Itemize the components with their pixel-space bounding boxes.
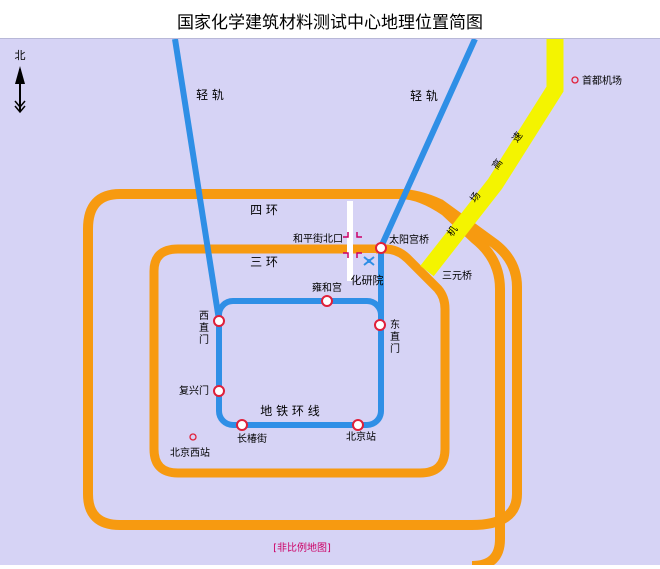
station-label-dongzhimen-1: 东 — [390, 318, 400, 331]
station-taiyang-gongqiao: 太阳宫桥 — [375, 233, 429, 254]
light-rail-west — [172, 38, 222, 321]
subway-station-icon — [352, 419, 364, 431]
beijing-west-label: 北京西站 — [170, 446, 210, 459]
station-changchun-jie: 长椿街 — [236, 419, 267, 445]
subway-station-icon — [321, 295, 333, 307]
station-label-beijing-zhan: 北京站 — [346, 430, 376, 443]
station-label-xizhimen-1: 西 — [199, 311, 209, 322]
subway-station-icon — [374, 319, 386, 331]
station-fuxingmen: 复兴门 — [179, 384, 225, 397]
station-xizhimen: 西 直 门 — [199, 311, 225, 346]
station-label-fuxingmen: 复兴门 — [179, 384, 209, 397]
north-arrow-icon: 北 — [14, 49, 26, 114]
light-rail-right-label: 轻 轨 — [410, 89, 438, 103]
fourth-ring-loop — [83, 189, 522, 530]
station-label-xizhimen-2: 直 — [199, 321, 209, 334]
subway-station-icon — [236, 419, 248, 431]
station-heping-beikou: 和平街北口 — [293, 232, 343, 245]
airport-label: 首都机场 — [582, 74, 622, 87]
institute-logo-icon — [362, 253, 376, 267]
light-rail-left-label: 轻 轨 — [196, 88, 224, 102]
subway-station-icon — [213, 385, 225, 397]
airport-place-dot-icon — [571, 76, 579, 84]
station-dongzhimen: 东 直 门 — [374, 318, 400, 355]
station-label-yonghe-gong: 雍和宫 — [312, 281, 342, 294]
title-bar: 国家化学建筑材料测试中心地理位置简图 — [0, 0, 660, 39]
station-beijing-zhan: 北京站 — [346, 419, 376, 443]
subway-loop-label: 地 铁 环 线 — [260, 404, 319, 418]
subway-station-icon — [375, 242, 387, 254]
station-label-dongzhimen-2: 直 — [390, 330, 400, 343]
institute-label: 化研院 — [351, 273, 384, 287]
sanyuan-bridge-label: 三元桥 — [442, 270, 472, 282]
map-canvas: 北 轻 轨 轻 轨 四 环 三 环 地 铁 环 线 速 高 场 机 首都机场 三… — [0, 37, 660, 569]
beijing-west-place-dot-icon — [189, 433, 197, 441]
fourth-ring-label: 四 环 — [250, 203, 278, 217]
north-label: 北 — [15, 49, 26, 62]
station-yonghe-gong: 雍和宫 — [312, 281, 342, 307]
third-ring-label: 三 环 — [250, 255, 278, 269]
station-label-taiyang-gongqiao: 太阳宫桥 — [389, 233, 429, 246]
not-to-scale-label: [非比例地图] — [273, 541, 331, 554]
subway-loop-line — [216, 298, 384, 428]
airport-expressway — [420, 39, 564, 277]
station-label-changchun-jie: 长椿街 — [237, 432, 267, 445]
station-label-heping-beikou: 和平街北口 — [293, 232, 343, 245]
third-ring-road — [149, 244, 450, 478]
station-label-xizhimen-3: 门 — [199, 333, 209, 346]
location-map: 北 轻 轨 轻 轨 四 环 三 环 地 铁 环 线 速 高 场 机 首都机场 三… — [0, 37, 660, 569]
institute-marker-brackets — [343, 232, 362, 258]
station-label-dongzhimen-3: 门 — [390, 342, 400, 355]
page-title: 国家化学建筑材料测试中心地理位置简图 — [177, 13, 483, 33]
subway-station-icon — [213, 315, 225, 327]
